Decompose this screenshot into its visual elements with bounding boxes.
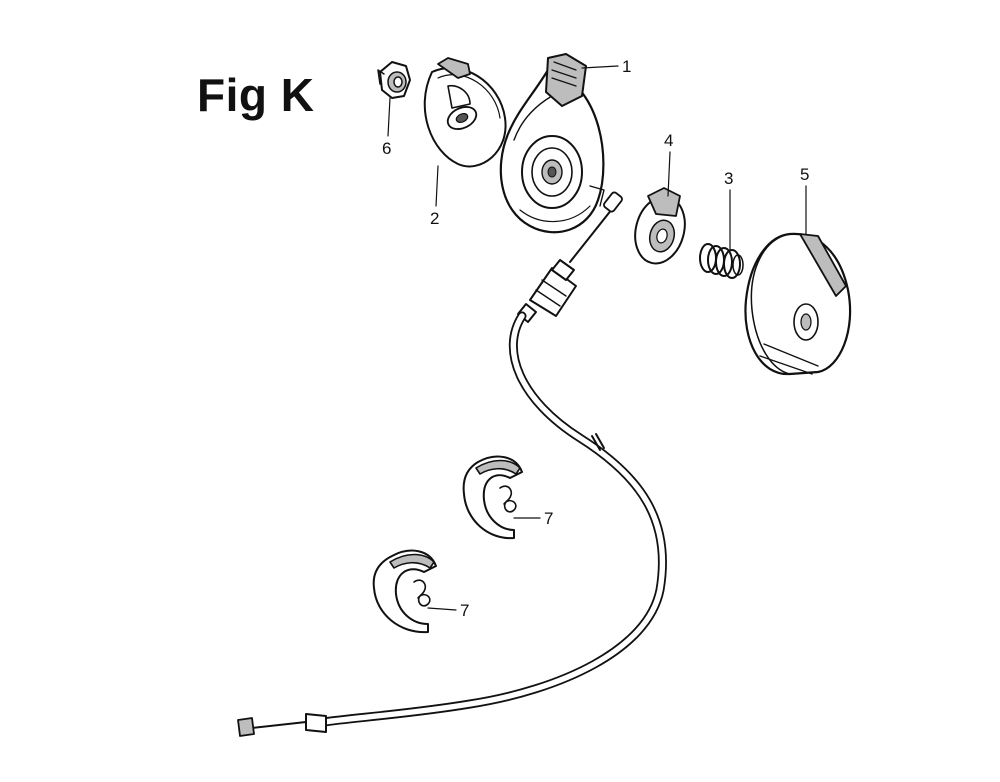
part-3-spring — [699, 243, 744, 279]
leader-lines — [387, 65, 807, 611]
callout-6: 6 — [382, 139, 391, 158]
part-7-clip-lower — [372, 549, 437, 634]
callout-2: 2 — [430, 209, 439, 228]
part-5-end-cap — [744, 232, 852, 376]
part-4-cam — [634, 187, 686, 265]
figure-title: Fig K — [197, 69, 315, 121]
part-2-plate — [423, 57, 507, 168]
leader-6 — [387, 97, 391, 137]
part-1-throttle-housing — [499, 53, 605, 234]
callout-4: 4 — [664, 131, 673, 150]
leader-7-lower — [427, 607, 457, 611]
leader-1 — [581, 65, 619, 69]
part-7-clip-upper — [462, 455, 523, 540]
callout-1: 1 — [622, 57, 631, 76]
callout-3: 3 — [724, 169, 733, 188]
callout-7-lower: 7 — [460, 601, 469, 620]
part-6-nut — [377, 61, 411, 99]
leader-2 — [435, 165, 439, 207]
callout-7-upper: 7 — [544, 509, 553, 528]
callout-5: 5 — [800, 165, 809, 184]
leader-4 — [667, 151, 671, 197]
throttle-cable — [237, 191, 667, 737]
